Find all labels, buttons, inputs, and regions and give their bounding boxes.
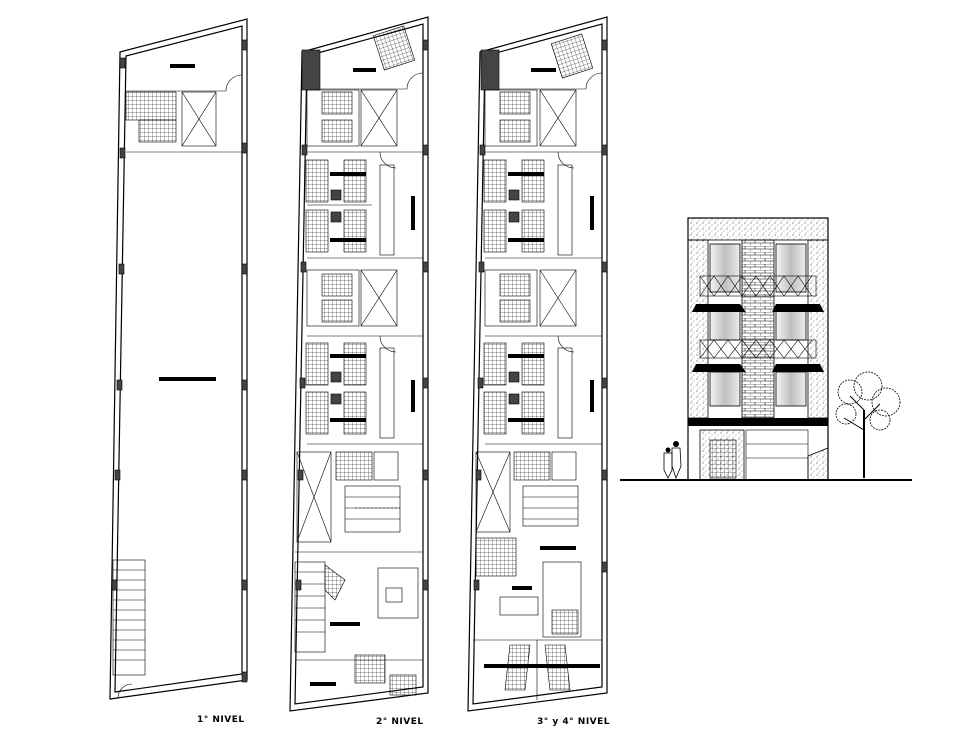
label-level-2: 2° NIVEL	[376, 717, 424, 727]
stair-treads	[113, 569, 145, 661]
balcony-rail-lower	[699, 339, 817, 359]
label-level-3-4: 3° y 4° NIVEL	[537, 717, 610, 727]
tree-icon	[835, 371, 901, 478]
balcony-rail-upper	[699, 275, 817, 297]
human-figures	[663, 441, 682, 480]
label-level-1: 1° NIVEL	[197, 715, 245, 725]
front-elevation	[620, 217, 912, 481]
plan-level-2: 2° NIVEL	[289, 16, 429, 727]
plan-level-1: 1° NIVEL	[109, 18, 248, 725]
plan-level-3-4: 3° y 4° NIVEL	[467, 16, 610, 727]
